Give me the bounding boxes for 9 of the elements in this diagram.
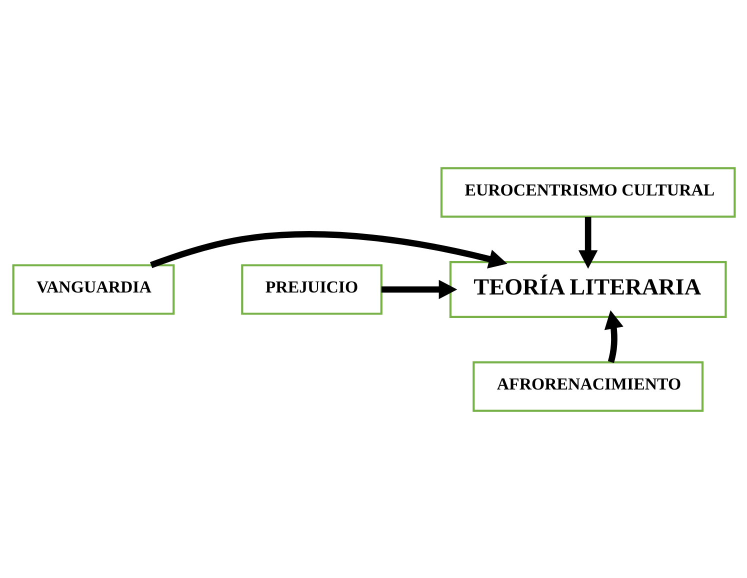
arrow: [150, 230, 507, 268]
node-box: PREJUICIO: [240, 264, 382, 314]
node-box: VANGUARDIA: [12, 264, 174, 314]
arrow: [578, 216, 598, 268]
arrow: [604, 310, 623, 362]
node-box: AFRORENACIMIENTO: [472, 360, 704, 412]
node-box: EUROCENTRISMO CULTURAL: [440, 166, 736, 218]
node-box: TEORÍA LITERARIA: [448, 260, 726, 318]
arrow: [380, 279, 457, 299]
